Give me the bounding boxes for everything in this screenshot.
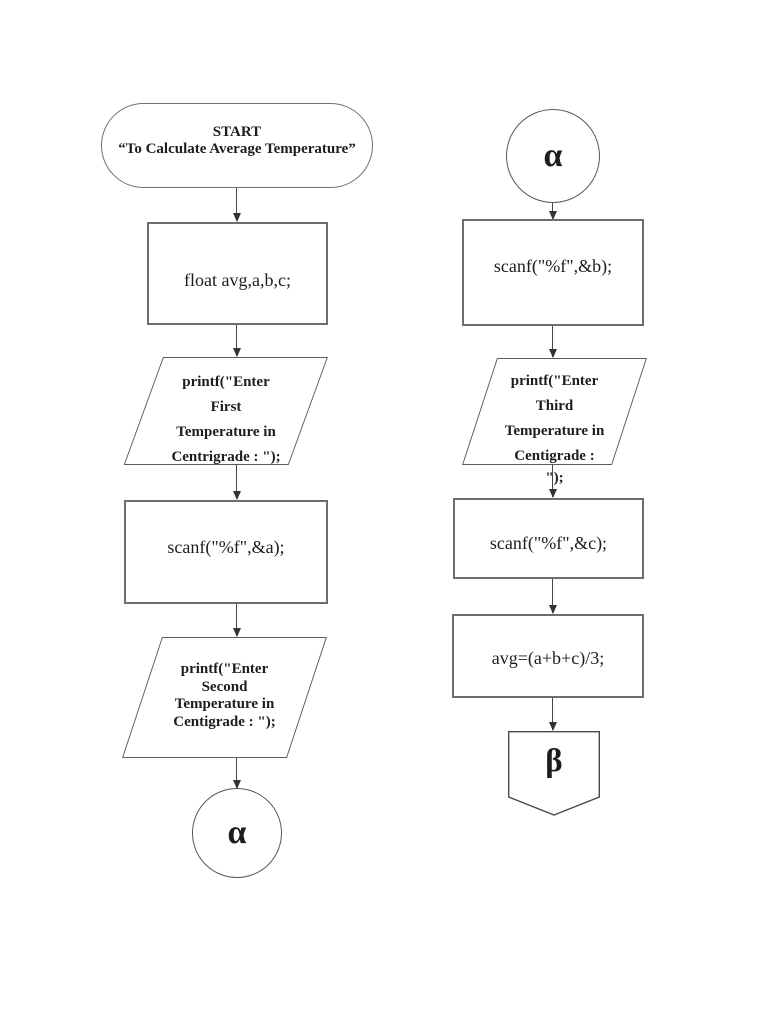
average-text: avg=(a+b+c)/3; (491, 647, 605, 668)
average-process: avg=(a+b+c)/3; (452, 614, 644, 698)
beta-label: β (545, 743, 563, 779)
scanf-b-process: scanf("%f",&b); (462, 219, 644, 326)
scanf-a-text: scanf("%f",&a); (167, 536, 285, 557)
flow-arrow (552, 203, 554, 219)
flow-arrow (552, 579, 554, 613)
scanf-a-process: scanf("%f",&a); (124, 500, 328, 604)
offpage-connector-shape (507, 730, 601, 816)
flow-arrow (552, 326, 554, 357)
printf-first-io: printf("Enter First Temperature in Centr… (123, 357, 328, 465)
flow-arrow (552, 465, 554, 497)
printf-first-text: printf("Enter First Temperature in Centr… (171, 373, 281, 465)
printf-second-text: printf("Enter Second Temperature in Cent… (173, 661, 276, 730)
printf-second-io: printf("Enter Second Temperature in Cent… (121, 637, 327, 758)
alpha-connector-in: α (506, 109, 600, 203)
flow-arrow (236, 758, 238, 788)
flow-arrow (236, 325, 238, 356)
scanf-c-text: scanf("%f",&c); (489, 532, 608, 553)
scanf-c-process: scanf("%f",&c); (453, 498, 644, 579)
printf-third-overflow: "); (545, 470, 564, 486)
printf-third-io: printf("Enter Third Temperature in Centi… (462, 358, 647, 465)
flow-arrow (236, 188, 238, 221)
flow-arrow (236, 465, 238, 499)
scanf-b-text: scanf("%f",&b); (493, 256, 613, 276)
alpha-connector-out: α (192, 788, 282, 878)
flow-arrow (236, 604, 238, 636)
start-terminator: START “To Calculate Average Temperature” (101, 103, 373, 188)
beta-offpage-connector: β (507, 730, 601, 816)
declare-text: float avg,a,b,c; (184, 270, 291, 290)
printf-third-text: printf("Enter Third Temperature in Centi… (504, 372, 605, 464)
alpha-label: α (227, 814, 247, 851)
alpha-label: α (543, 137, 563, 174)
flow-arrow (552, 698, 554, 730)
declare-process: float avg,a,b,c; (147, 222, 328, 325)
start-title: START (212, 123, 262, 140)
start-subtitle: “To Calculate Average Temperature” (118, 140, 356, 157)
